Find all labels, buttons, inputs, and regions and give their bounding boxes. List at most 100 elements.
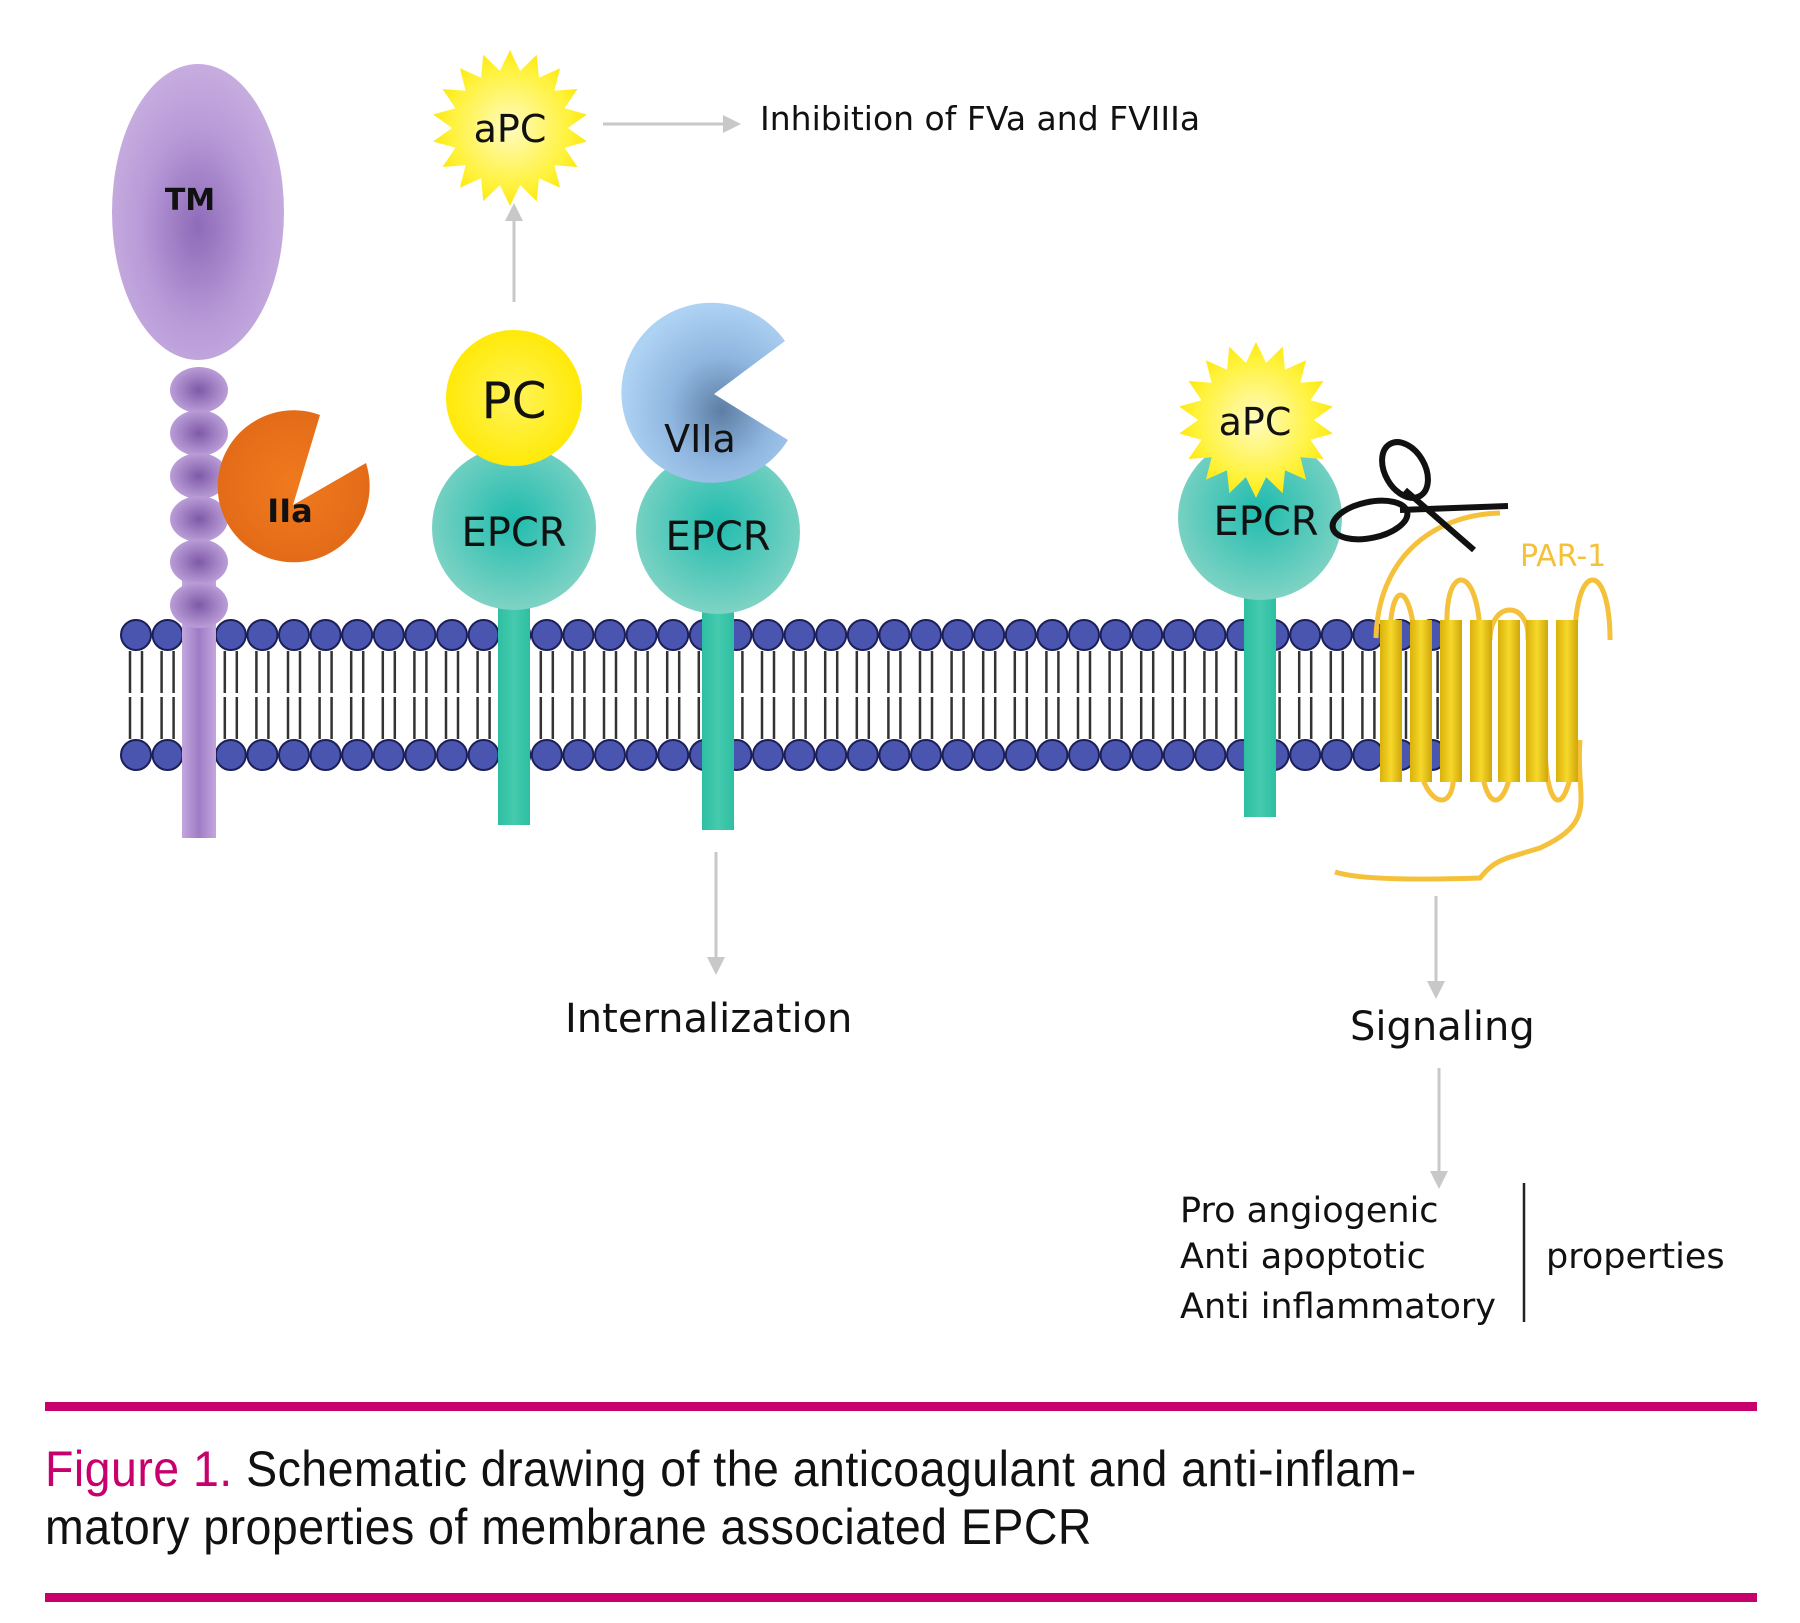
par1-helix	[1410, 620, 1432, 782]
apc-star-shape	[433, 50, 587, 206]
lipid-head	[1068, 619, 1100, 651]
epcr-1-head	[432, 446, 596, 610]
lipid-head	[1131, 619, 1164, 651]
lipid-head	[341, 619, 374, 651]
caption-line-2: matory properties of membrane associated…	[45, 1499, 1092, 1555]
lipid-head	[404, 619, 437, 651]
lipid-head	[151, 739, 184, 771]
tm-egf-domain	[170, 582, 228, 628]
apc-top-star: aPC	[433, 50, 587, 206]
lipid-head	[1320, 739, 1353, 771]
lipid-head	[625, 739, 658, 771]
lipid-head	[151, 619, 184, 651]
lipid-head	[910, 739, 942, 771]
lipid-head	[1194, 619, 1227, 651]
lipid-head	[1068, 739, 1100, 771]
tm-label: TM	[165, 183, 215, 218]
thrombin-iia-protein: IIa	[217, 410, 370, 563]
lipid-head	[941, 739, 974, 771]
lipid-head	[467, 739, 500, 771]
inhibition-text: Inhibition of FVa and FVIIIa	[760, 99, 1200, 138]
tm-egf-domain	[170, 496, 228, 542]
lipid-head	[1004, 739, 1037, 771]
lipid-head	[783, 739, 816, 771]
lipid-head	[1004, 619, 1037, 651]
lipid-head	[246, 739, 279, 771]
lipid-head	[657, 619, 690, 651]
lipid-head	[752, 739, 784, 771]
epcr-pc-complex: EPCR PC	[432, 330, 596, 825]
lipid-head	[657, 739, 690, 771]
par1-loops	[1334, 577, 1613, 882]
lipid-head	[1162, 739, 1195, 771]
pc-label: PC	[481, 372, 546, 430]
lipid-head	[1036, 619, 1069, 651]
lipid-head	[120, 619, 152, 651]
lipid-head	[246, 619, 279, 651]
lipid-head	[1194, 739, 1227, 771]
figure-label: Figure 1.	[45, 1441, 233, 1497]
figure-caption: Figure 1. Schematic drawing of the antic…	[45, 1440, 1645, 1556]
lipid-head	[372, 619, 405, 651]
lipid-head	[404, 739, 437, 771]
lipid-head	[1352, 739, 1385, 771]
lipid-head	[941, 619, 974, 651]
lipid-head	[1289, 739, 1322, 771]
iia-label: IIa	[267, 492, 312, 530]
par1-helix	[1440, 620, 1462, 782]
tm-egf-domain	[170, 367, 228, 413]
lipid-head	[878, 739, 911, 771]
epcr-3-label: EPCR	[1213, 499, 1318, 545]
lipid-head	[467, 619, 500, 651]
apc-right-star-shape	[1179, 342, 1333, 498]
epcr-1-label: EPCR	[461, 510, 566, 556]
lipid-head	[815, 739, 848, 771]
lipid-head	[1099, 739, 1132, 771]
par1-helix	[1380, 620, 1402, 782]
viia-shape	[621, 302, 788, 483]
tm-egf-domain	[170, 453, 228, 499]
viia-label: VIIa	[664, 417, 736, 461]
lipid-head	[341, 739, 374, 771]
par1-receptor: PAR-1	[1334, 510, 1613, 882]
lipid-head	[214, 619, 247, 651]
caption-rule-bottom	[45, 1593, 1757, 1602]
lipid-head	[562, 739, 595, 771]
property-anti-apoptotic: Anti apoptotic	[1180, 1237, 1426, 1277]
epcr-2-label: EPCR	[665, 514, 770, 560]
lipid-head	[309, 619, 342, 651]
lipid-head	[1320, 619, 1353, 651]
epcr-3-stalk	[1244, 585, 1276, 817]
epcr-1-stalk	[498, 585, 530, 825]
lipid-head	[815, 619, 848, 651]
lipid-head	[562, 619, 595, 651]
lipid-head	[530, 619, 563, 651]
tm-egf-domain	[170, 539, 228, 585]
lipid-head	[625, 619, 658, 651]
lipid-head	[973, 619, 1006, 651]
lipid-head	[973, 739, 1006, 771]
lipid-head	[278, 739, 310, 771]
apc-top-label: aPC	[474, 107, 547, 151]
caption-rule-top	[45, 1402, 1757, 1411]
lipid-head	[436, 619, 468, 651]
lipid-head	[1162, 619, 1195, 651]
epcr-2-head	[636, 450, 800, 614]
apc-right-label: aPC	[1219, 400, 1292, 444]
properties-label: properties	[1546, 1237, 1725, 1277]
tm-egf-domain	[170, 410, 228, 456]
lipid-head	[278, 619, 310, 651]
par1-helix	[1526, 620, 1548, 782]
par1-label: PAR-1	[1520, 539, 1606, 574]
iia-shape	[217, 410, 370, 563]
lipid-head	[846, 739, 879, 771]
scissors-cleavage-icon	[1329, 439, 1509, 553]
lipid-head	[783, 619, 816, 651]
epcr-schematic-diagram: TM IIa EPCR PC aPC Inhibition of FVa and…	[112, 50, 1725, 1327]
lipid-head	[1131, 739, 1164, 771]
par1-helix	[1556, 620, 1578, 782]
lipid-head	[1289, 619, 1322, 651]
lipid-head	[436, 739, 468, 771]
par1-n-terminus	[1373, 510, 1501, 639]
lipid-head	[372, 739, 405, 771]
